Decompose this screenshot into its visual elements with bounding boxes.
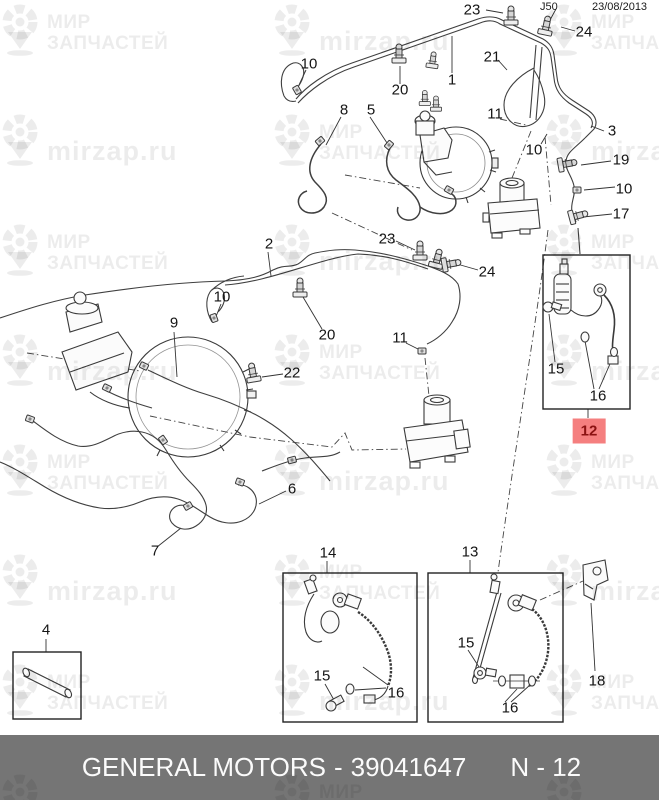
- callout-8[interactable]: 8: [339, 101, 349, 119]
- callout-11[interactable]: 11: [487, 105, 503, 123]
- diagram-code: J50: [540, 1, 558, 13]
- callout-11[interactable]: 11: [392, 329, 408, 347]
- callout-23[interactable]: 23: [378, 230, 396, 248]
- callout-18[interactable]: 18: [588, 672, 606, 690]
- callout-24[interactable]: 24: [575, 23, 593, 41]
- callout-9[interactable]: 9: [169, 314, 179, 332]
- brake-booster-upper: [414, 110, 499, 204]
- brake-pipes: [0, 16, 597, 530]
- callout-15[interactable]: 15: [457, 634, 475, 652]
- callout-7[interactable]: 7: [150, 542, 160, 560]
- callout-10[interactable]: 10: [525, 141, 543, 159]
- footer-bar: GENERAL MOTORS-39041647 N - 12: [0, 735, 659, 800]
- callout-19[interactable]: 19: [612, 151, 630, 169]
- diagram-line-art: [0, 5, 631, 723]
- callout-23[interactable]: 23: [463, 1, 481, 19]
- box-14-assembly: [282, 572, 418, 723]
- callout-10[interactable]: 10: [213, 288, 231, 306]
- footer-part-number: 39041647: [350, 752, 467, 782]
- callout-4[interactable]: 4: [41, 621, 51, 639]
- callout-14[interactable]: 14: [319, 544, 337, 562]
- locator-lines: [26, 118, 584, 601]
- brake-hoses: [297, 143, 457, 221]
- callout-16[interactable]: 16: [387, 684, 405, 702]
- box-4-assembly: [12, 651, 82, 720]
- callout-10[interactable]: 10: [615, 180, 633, 198]
- callout-16[interactable]: 16: [589, 387, 607, 405]
- brake-booster-lower: [61, 291, 257, 458]
- callout-21[interactable]: 21: [483, 48, 501, 66]
- callout-16[interactable]: 16: [501, 699, 519, 717]
- callout-2[interactable]: 2: [264, 235, 274, 253]
- diagram-date: 23/08/2013: [592, 1, 648, 13]
- callout-20[interactable]: 20: [391, 81, 409, 99]
- callout-22[interactable]: 22: [283, 364, 301, 382]
- callout-10[interactable]: 10: [300, 55, 318, 73]
- box-12-assembly: [542, 254, 631, 410]
- abs-module-lower: [403, 394, 471, 469]
- bracket-18: [582, 559, 609, 601]
- footer-part-title: GENERAL MOTORS-39041647: [78, 752, 471, 783]
- callout-24[interactable]: 24: [478, 263, 496, 281]
- abs-module-upper: [482, 177, 541, 239]
- callout-20[interactable]: 20: [318, 326, 336, 344]
- callout-3[interactable]: 3: [607, 122, 617, 140]
- callout-15[interactable]: 15: [313, 667, 331, 685]
- footer-page-ref: N - 12: [510, 752, 582, 782]
- callout-15[interactable]: 15: [547, 360, 565, 378]
- callout-highlighted-12[interactable]: 12: [572, 418, 606, 444]
- footer-separator: -: [333, 752, 343, 782]
- callout-6[interactable]: 6: [287, 480, 297, 498]
- footer-brand: GENERAL MOTORS: [81, 752, 326, 782]
- callout-1[interactable]: 1: [447, 71, 457, 89]
- box-13-assembly: [427, 572, 564, 723]
- callout-13[interactable]: 13: [461, 543, 479, 561]
- callout-5[interactable]: 5: [366, 101, 376, 119]
- callout-17[interactable]: 17: [612, 205, 630, 223]
- leader-lines: [45, 8, 616, 703]
